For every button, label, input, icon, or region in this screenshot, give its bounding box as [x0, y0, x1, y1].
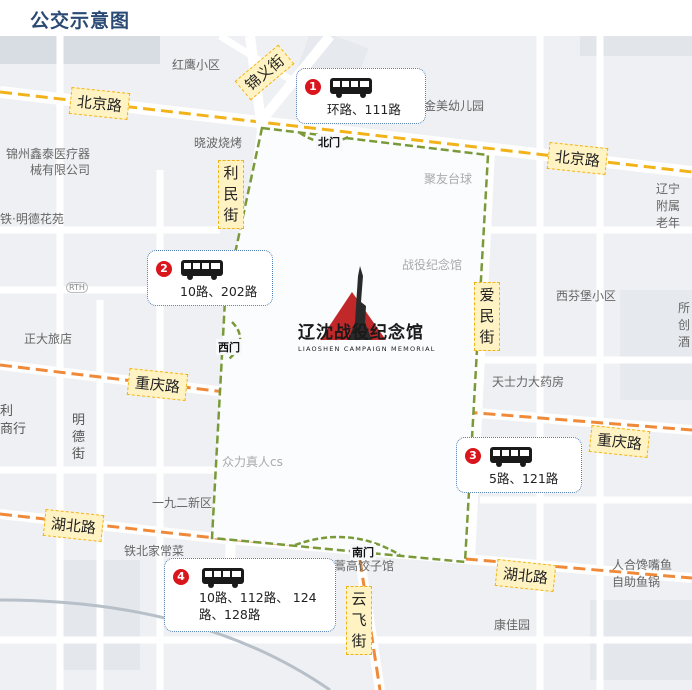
poi-rth: RTH [66, 282, 88, 293]
minor-streets [0, 36, 692, 690]
poi-juyouyi[interactable]: 聚友台球 [424, 172, 473, 186]
poi-zhongli[interactable]: 众力真人cs [222, 455, 283, 469]
road-label-shangxing: 商行 [0, 422, 27, 437]
road-label-limin: 利民街 [218, 160, 244, 229]
marker-4: 4 [173, 569, 189, 585]
gate-west: 西门 [216, 339, 242, 355]
bus-routes-4: 10路、112路、 124 路、128路 [199, 590, 317, 622]
poi-jinzhou-line1[interactable]: 锦州鑫泰医疗器 [6, 147, 91, 161]
bus-icon [490, 447, 532, 467]
poi-renhe-line2[interactable]: 自助鱼锅 [612, 575, 661, 589]
poi-liaoning-line2[interactable]: 附属 [656, 199, 681, 213]
poi-xifengbao[interactable]: 西芬堡小区 [556, 289, 617, 303]
bus-icon [330, 78, 372, 98]
memorial-name-cn: 辽沈战役纪念馆 [298, 323, 424, 343]
poi-kangjia[interactable]: 康佳园 [494, 618, 531, 632]
bus-stop-3[interactable]: 3 5路、121路 [456, 437, 582, 493]
poi-right-edge[interactable]: 所创酒 [678, 301, 691, 349]
bus-icon [181, 260, 223, 280]
marker-3: 3 [465, 448, 481, 464]
poi-haogao[interactable]: 蒿高饺子馆 [334, 559, 395, 573]
road-label-mingde: 明德街 [72, 413, 86, 462]
bus-stop-1[interactable]: 1 环路、111路 [296, 68, 426, 124]
poi-jinzhou-line2[interactable]: 械有限公司 [30, 163, 91, 177]
gate-south: 南门 [350, 544, 376, 560]
road-label-aimin: 爱民街 [474, 282, 500, 351]
poi-tiebei[interactable]: 铁北家常菜 [124, 544, 185, 558]
bus-routes-2: 10路、202路 [180, 284, 258, 299]
memorial-logo [320, 266, 386, 340]
bus-stop-2[interactable]: 2 10路、202路 [147, 250, 273, 306]
poi-jinmei[interactable]: 金美幼儿园 [424, 99, 485, 113]
memorial-name-en: LIAOSHEN CAMPAIGN MEMORIAL [298, 345, 436, 353]
poi-tianshili[interactable]: 天士力大药房 [492, 375, 565, 389]
block-shape [0, 36, 160, 64]
bus-routes-3: 5路、121路 [489, 471, 559, 486]
road-label-yunfei: 云飞街 [346, 586, 372, 655]
poi-liaoning-line1[interactable]: 辽宁 [656, 182, 681, 196]
bus-stop-4[interactable]: 4 10路、112路、 124 路、128路 [164, 558, 336, 632]
poi-zhengda[interactable]: 正大旅店 [24, 332, 73, 346]
marker-2: 2 [156, 261, 172, 277]
poi-yijiuer[interactable]: 一九二新区 [152, 496, 213, 510]
bus-routes-1: 环路、111路 [327, 102, 401, 117]
road-label-li: 利 [0, 404, 14, 419]
poi-honghang[interactable]: 红鹰小区 [172, 58, 221, 72]
poi-xiaobo[interactable]: 晓波烧烤 [194, 136, 243, 150]
bus-icon [202, 568, 244, 588]
poi-zhanyi[interactable]: 战役纪念馆 [402, 258, 463, 272]
gate-north: 北门 [316, 134, 342, 150]
poi-tiemingde[interactable]: 铁·明德花苑 [0, 212, 64, 226]
marker-1: 1 [305, 79, 321, 95]
page-title: 公交示意图 [30, 10, 131, 32]
poi-renhe-line1[interactable]: 人合馋嘴鱼 [612, 558, 673, 572]
poi-liaoning-line3[interactable]: 老年 [656, 216, 681, 230]
